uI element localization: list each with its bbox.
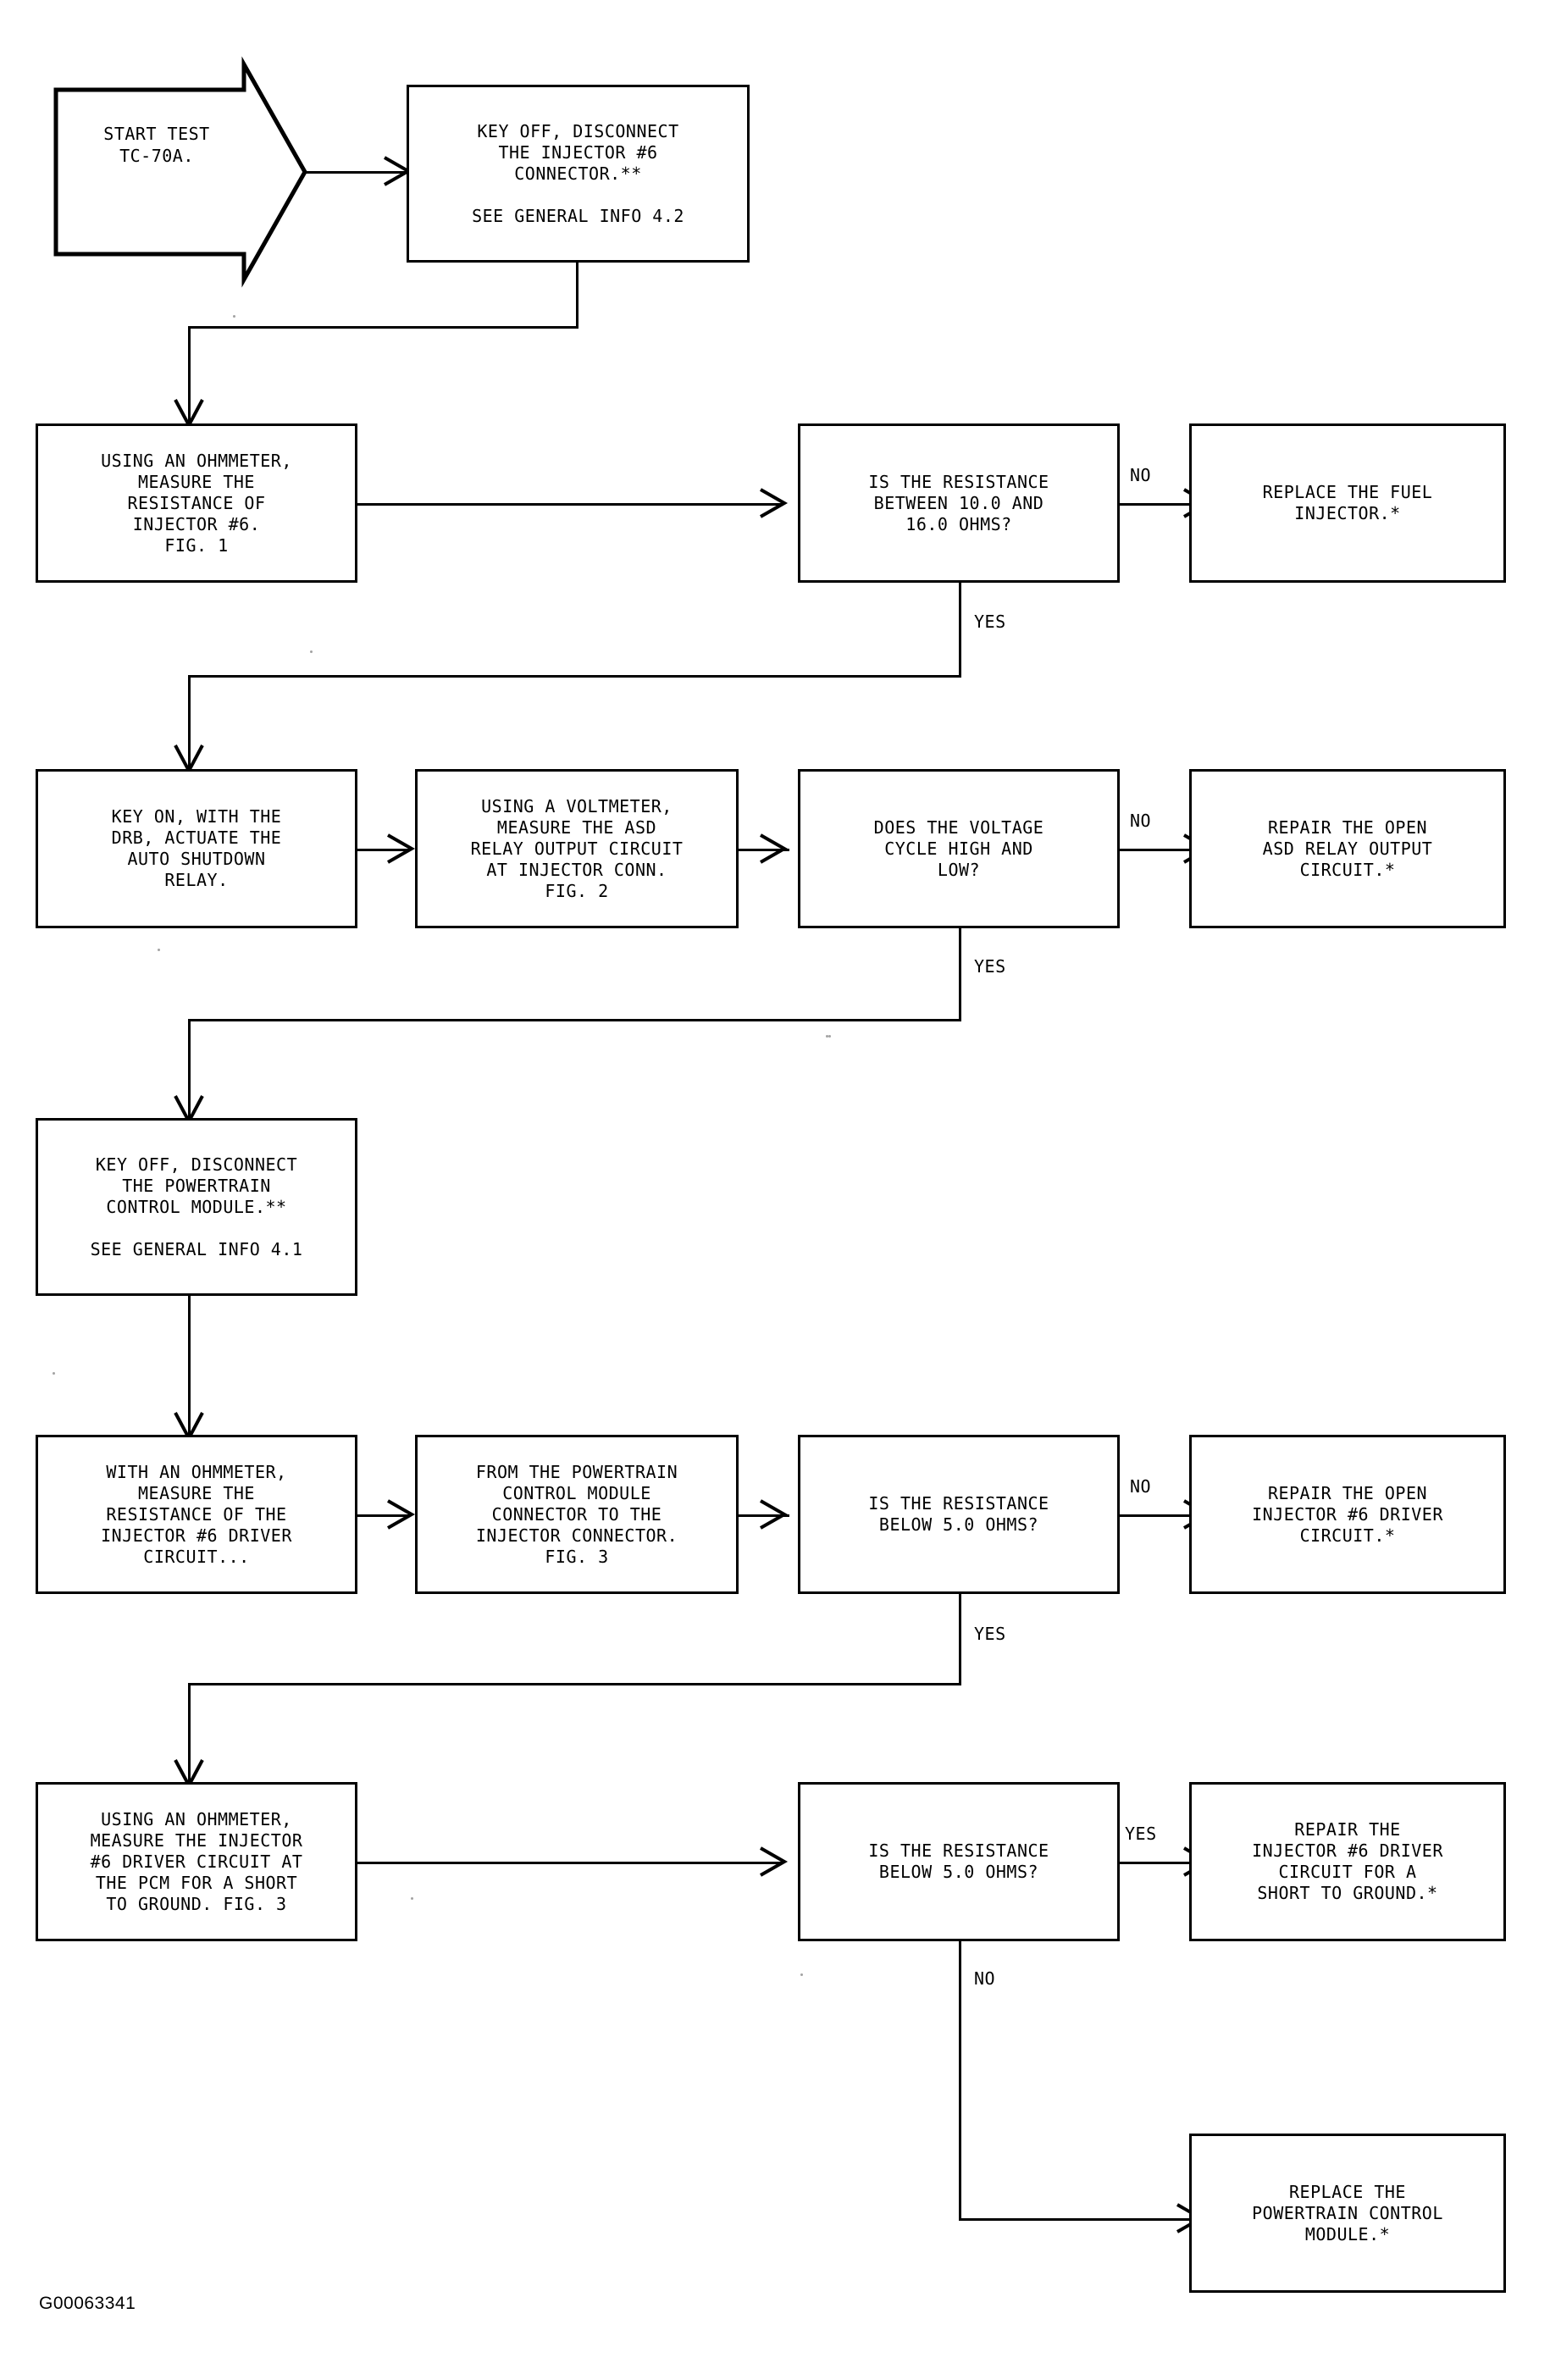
edge-measure-to-decision1	[357, 503, 781, 506]
node-disconnect-pcm-text2: SEE GENERAL INFO 4.1	[90, 1238, 303, 1259]
node-repair-open-driver-text: REPAIR THE OPEN INJECTOR #6 DRIVER CIRCU…	[1252, 1482, 1443, 1546]
node-from-pcm-to-injector: FROM THE POWERTRAIN CONTROL MODULE CONNE…	[415, 1435, 739, 1594]
edge-decision1-yes-down	[959, 583, 961, 678]
edge-start-to-disconnect	[303, 171, 405, 174]
node-disconnect-injector-text2: SEE GENERAL INFO 4.2	[472, 205, 684, 226]
node-decision-below-5-ohms-b: IS THE RESISTANCE BELOW 5.0 OHMS?	[798, 1782, 1120, 1941]
node-measure-driver-circuit: WITH AN OHMMETER, MEASURE THE RESISTANCE…	[36, 1435, 357, 1594]
node-replace-fuel-injector-text: REPLACE THE FUEL INJECTOR.*	[1262, 482, 1433, 523]
edge-decision2-no	[1120, 849, 1204, 851]
start-node-label: START TEST TC-70A.	[103, 124, 210, 166]
edge-decision4-no-right	[959, 2218, 1200, 2221]
figure-id-label: G00063341	[39, 2294, 136, 2313]
arrowhead-to-decision2	[760, 833, 789, 864]
scan-speck	[828, 1035, 831, 1038]
edge-label-no-2: NO	[1128, 811, 1154, 831]
node-decision-below-5-ohms-a-text: IS THE RESISTANCE BELOW 5.0 OHMS?	[868, 1493, 1049, 1535]
edge-decision2-yes-down	[959, 928, 961, 1021]
node-decision-resistance-10-16: IS THE RESISTANCE BETWEEN 10.0 AND 16.0 …	[798, 423, 1120, 583]
edge-decision4-no-down	[959, 1941, 961, 2221]
node-disconnect-pcm: KEY OFF, DISCONNECT THE POWERTRAIN CONTR…	[36, 1118, 357, 1296]
node-replace-pcm: REPLACE THE POWERTRAIN CONTROL MODULE.*	[1189, 2134, 1506, 2293]
node-decision-voltage-cycle-text: DOES THE VOLTAGE CYCLE HIGH AND LOW?	[873, 816, 1044, 880]
edge-voltmeter-to-decision2	[739, 849, 789, 851]
edge-decision2-yes-left	[188, 1019, 960, 1021]
edge-decision3-yes-down	[959, 1594, 961, 1685]
edge-disconnect-down	[576, 263, 578, 329]
node-replace-pcm-text: REPLACE THE POWERTRAIN CONTROL MODULE.*	[1252, 2181, 1443, 2244]
edge-decision4-yes	[1120, 1862, 1204, 1864]
edge-decision2-yes-down2	[188, 1019, 191, 1119]
edge-label-no-3: NO	[1128, 1476, 1154, 1497]
node-key-on-actuate-asd: KEY ON, WITH THE DRB, ACTUATE THE AUTO S…	[36, 769, 357, 928]
node-disconnect-pcm-text1: KEY OFF, DISCONNECT THE POWERTRAIN CONTR…	[95, 1154, 298, 1217]
start-node-shape	[49, 56, 312, 288]
edge-disconnect-left	[188, 326, 578, 329]
edge-label-no-1: NO	[1128, 465, 1154, 485]
edge-label-yes-3: YES	[972, 1624, 1008, 1644]
scan-speck	[233, 315, 235, 318]
arrowhead-to-measure-asd	[387, 833, 416, 864]
node-decision-below-5-ohms-a: IS THE RESISTANCE BELOW 5.0 OHMS?	[798, 1435, 1120, 1594]
scan-speck	[310, 650, 313, 653]
node-measure-asd-output: USING A VOLTMETER, MEASURE THE ASD RELAY…	[415, 769, 739, 928]
scan-speck	[158, 949, 160, 951]
edge-disconnect-down2	[188, 326, 191, 423]
edge-decision3-no	[1120, 1514, 1204, 1517]
scan-speck	[800, 1973, 803, 1976]
node-repair-short-to-ground: REPAIR THE INJECTOR #6 DRIVER CIRCUIT FO…	[1189, 1782, 1506, 1941]
edge-decision1-yes-down2	[188, 675, 191, 768]
node-decision-voltage-cycle: DOES THE VOLTAGE CYCLE HIGH AND LOW?	[798, 769, 1120, 928]
edge-frompcm-to-decision3	[739, 1514, 789, 1517]
node-disconnect-injector-text1: KEY OFF, DISCONNECT THE INJECTOR #6 CONN…	[477, 120, 679, 184]
edge-decision3-yes-down2	[188, 1683, 191, 1783]
node-measure-asd-output-text: USING A VOLTMETER, MEASURE THE ASD RELAY…	[470, 795, 684, 901]
node-repair-short-to-ground-text: REPAIR THE INJECTOR #6 DRIVER CIRCUIT FO…	[1252, 1819, 1443, 1903]
edge-label-yes-1: YES	[972, 612, 1008, 632]
edge-pcm-down	[188, 1296, 191, 1436]
edge-label-yes-2: YES	[972, 956, 1008, 977]
scan-speck	[826, 1035, 828, 1038]
node-measure-driver-circuit-text: WITH AN OHMMETER, MEASURE THE RESISTANCE…	[101, 1461, 292, 1567]
node-replace-fuel-injector: REPLACE THE FUEL INJECTOR.*	[1189, 423, 1506, 583]
edge-short-to-decision4	[357, 1862, 781, 1864]
edge-keyon-to-voltmeter	[357, 849, 408, 851]
node-measure-injector-resistance: USING AN OHMMETER, MEASURE THE RESISTANC…	[36, 423, 357, 583]
node-measure-short-to-ground-text: USING AN OHMMETER, MEASURE THE INJECTOR …	[90, 1808, 303, 1914]
edge-decision1-yes-left	[188, 675, 960, 678]
arrowhead-to-decision3	[760, 1499, 789, 1530]
edge-label-no-4: NO	[972, 1968, 998, 1989]
edge-label-yes-4: YES	[1123, 1824, 1159, 1844]
node-measure-short-to-ground: USING AN OHMMETER, MEASURE THE INJECTOR …	[36, 1782, 357, 1941]
edge-decision3-yes-left	[188, 1683, 960, 1685]
edge-driver-to-frompcm	[357, 1514, 408, 1517]
arrowhead-to-from-pcm	[387, 1499, 416, 1530]
scan-speck	[53, 1372, 55, 1375]
scan-speck	[411, 1897, 413, 1900]
node-disconnect-injector: KEY OFF, DISCONNECT THE INJECTOR #6 CONN…	[407, 85, 750, 263]
node-key-on-actuate-asd-text: KEY ON, WITH THE DRB, ACTUATE THE AUTO S…	[111, 806, 282, 890]
start-pentagon-outline	[53, 56, 307, 288]
node-decision-resistance-10-16-text: IS THE RESISTANCE BETWEEN 10.0 AND 16.0 …	[868, 471, 1049, 534]
node-repair-open-driver: REPAIR THE OPEN INJECTOR #6 DRIVER CIRCU…	[1189, 1435, 1506, 1594]
arrowhead-to-decision1	[760, 488, 789, 518]
node-decision-below-5-ohms-b-text: IS THE RESISTANCE BELOW 5.0 OHMS?	[868, 1840, 1049, 1882]
edge-decision1-no	[1120, 503, 1204, 506]
node-measure-injector-resistance-text: USING AN OHMMETER, MEASURE THE RESISTANC…	[101, 450, 292, 556]
node-from-pcm-to-injector-text: FROM THE POWERTRAIN CONTROL MODULE CONNE…	[475, 1461, 678, 1567]
node-repair-asd-output: REPAIR THE OPEN ASD RELAY OUTPUT CIRCUIT…	[1189, 769, 1506, 928]
node-repair-asd-output-text: REPAIR THE OPEN ASD RELAY OUTPUT CIRCUIT…	[1262, 816, 1433, 880]
arrowhead-to-decision4	[760, 1846, 789, 1877]
